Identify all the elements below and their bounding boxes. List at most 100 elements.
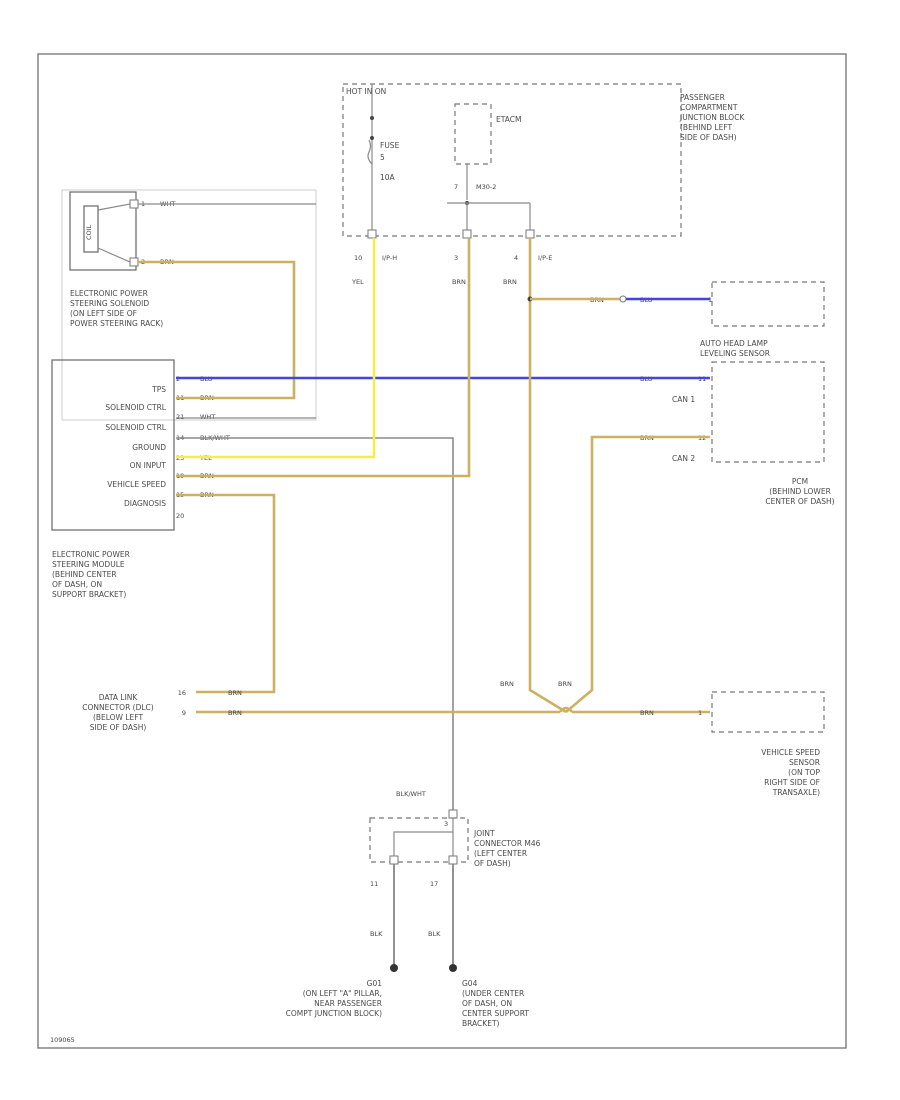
svg-text:NEAR PASSENGER: NEAR PASSENGER	[314, 999, 382, 1008]
jb-pin-10-connector: I/P-H	[382, 254, 397, 262]
joint-connector-top	[448, 809, 458, 819]
svg-text:RIGHT SIDE OF: RIGHT SIDE OF	[764, 778, 820, 787]
pcm-label: PCM (BEHIND LOWER CENTER OF DASH)	[765, 477, 834, 506]
joint-wire-left: BLK	[370, 930, 383, 938]
vss-pin: 1	[698, 709, 702, 717]
dlc-label: DATA LINK CONNECTOR (DLC) (BELOW LEFT SI…	[82, 693, 154, 732]
solenoid-coil	[83, 205, 99, 253]
jb-connector-3	[462, 229, 472, 239]
eps-row-vehicle-speed: VEHICLE SPEED	[107, 480, 166, 489]
svg-text:COMPARTMENT: COMPARTMENT	[680, 103, 738, 112]
brn-wire-label-a: BRN	[452, 278, 466, 286]
wire-crossover-hop	[558, 706, 574, 713]
headlamp-sensor-box	[711, 281, 825, 327]
svg-text:DATA LINK: DATA LINK	[99, 693, 139, 702]
svg-text:STEERING SOLENOID: STEERING SOLENOID	[70, 299, 149, 308]
svg-text:CONNECTOR M46: CONNECTOR M46	[474, 839, 541, 848]
svg-text:SUPPORT BRACKET): SUPPORT BRACKET)	[52, 590, 126, 599]
svg-text:(ON TOP: (ON TOP	[788, 768, 820, 777]
ground-g01-symbol	[390, 964, 398, 972]
svg-text:WHT: WHT	[200, 413, 215, 421]
vss-box	[711, 691, 825, 733]
jb-pin-4-connector: I/P-E	[538, 254, 552, 262]
eps-row-solenoid-ctrl-1: SOLENOID CTRL	[105, 403, 166, 412]
svg-text:(ON LEFT "A" PILLAR,: (ON LEFT "A" PILLAR,	[303, 989, 382, 998]
fuse-terminal-bottom	[370, 136, 374, 140]
jb-pin-7-connector: M30-2	[476, 183, 496, 191]
svg-text:(BEHIND LEFT: (BEHIND LEFT	[680, 123, 733, 132]
svg-text:SIDE OF DASH): SIDE OF DASH)	[90, 723, 147, 732]
dlc-pin-9-wire: BRN	[228, 709, 242, 717]
eps-row-diagnosis: DIAGNOSIS	[124, 499, 166, 508]
svg-text:SIDE OF DASH): SIDE OF DASH)	[680, 133, 737, 142]
dlc-pin-16: 16	[178, 689, 186, 697]
headlamp-sensor-label: AUTO HEAD LAMP LEVELING SENSOR	[700, 339, 770, 358]
svg-text:JUNCTION BLOCK: JUNCTION BLOCK	[679, 113, 745, 122]
solenoid-connector-2	[129, 257, 139, 267]
relay-name: ETACM	[496, 115, 521, 124]
eps-row-on-input: ON INPUT	[130, 461, 167, 470]
pcm-can2: CAN 2	[672, 454, 695, 463]
pcm-can1: CAN 1	[672, 395, 695, 404]
footer-code: 109065	[50, 1036, 75, 1044]
svg-text:COMPT JUNCTION BLOCK): COMPT JUNCTION BLOCK)	[286, 1009, 382, 1018]
solenoid-coil-text: COIL	[85, 224, 93, 240]
joint-wire-right: BLK	[428, 930, 441, 938]
yel-wire-label: YEL	[351, 278, 364, 286]
hot-label: HOT IN ON	[346, 87, 386, 96]
pcm-box	[711, 361, 825, 463]
joint-connector-box	[369, 817, 469, 863]
svg-text:(ON LEFT SIDE OF: (ON LEFT SIDE OF	[70, 309, 137, 318]
wire-brn-vehicle-speed	[176, 238, 471, 478]
svg-text:(UNDER CENTER: (UNDER CENTER	[462, 989, 524, 998]
junction-block-box	[342, 83, 682, 237]
svg-text:VEHICLE SPEED: VEHICLE SPEED	[761, 748, 820, 757]
svg-text:20: 20	[176, 512, 184, 520]
diagram-border	[37, 53, 847, 1049]
dlc-pin-9: 9	[182, 709, 186, 717]
svg-text:BRACKET): BRACKET)	[462, 1019, 500, 1028]
ground-g04-label: (UNDER CENTER OF DASH, ON CENTER SUPPORT…	[462, 989, 529, 1028]
eps-row-ground: GROUND	[132, 443, 166, 452]
svg-text:AUTO HEAD LAMP: AUTO HEAD LAMP	[700, 339, 768, 348]
dlc-pin-16-wire: BRN	[228, 689, 242, 697]
wire-brn-solenoid-ctrl	[138, 260, 296, 400]
svg-text:ELECTRONIC POWER: ELECTRONIC POWER	[52, 550, 130, 559]
svg-text:TRANSAXLE): TRANSAXLE)	[772, 788, 820, 797]
eps-row-solenoid-ctrl-2: SOLENOID CTRL	[105, 423, 166, 432]
svg-text:OF DASH, ON: OF DASH, ON	[462, 999, 512, 1008]
eps-module-wire-labels: BLU BRN WHT BLK/WHT YEL BRN BRN	[199, 375, 230, 499]
brn-wire-label-d: BRN	[558, 680, 572, 688]
ground-g04-id: G04	[462, 979, 478, 988]
svg-text:STEERING MODULE: STEERING MODULE	[52, 560, 125, 569]
jb-pin-3: 3	[454, 254, 458, 262]
solenoid-light-frame	[61, 189, 317, 421]
jb-pin-7: 7	[454, 183, 458, 191]
brn-wire-label-c: BRN	[500, 680, 514, 688]
svg-text:LEVELING SENSOR: LEVELING SENSOR	[700, 349, 770, 358]
headlamp-inline-connector	[619, 295, 627, 303]
solenoid-connector-1	[129, 199, 139, 209]
brn-wire-label-b: BRN	[503, 278, 517, 286]
wire-brn-diagnosis	[176, 493, 276, 694]
svg-text:(BEHIND LOWER: (BEHIND LOWER	[769, 487, 831, 496]
relay-box	[454, 103, 492, 165]
svg-text:(LEFT CENTER: (LEFT CENTER	[474, 849, 527, 858]
svg-text:(BELOW LEFT: (BELOW LEFT	[93, 713, 144, 722]
fuse-symbol	[367, 139, 373, 165]
svg-text:OF DASH): OF DASH)	[474, 859, 511, 868]
svg-text:OF DASH, ON: OF DASH, ON	[52, 580, 102, 589]
ground-g01-label: (ON LEFT "A" PILLAR, NEAR PASSENGER COMP…	[286, 989, 382, 1018]
svg-text:(BEHIND CENTER: (BEHIND CENTER	[52, 570, 117, 579]
joint-top-wire: BLK/WHT	[396, 790, 426, 798]
joint-connector-right	[448, 855, 458, 865]
svg-text:CENTER SUPPORT: CENTER SUPPORT	[462, 1009, 529, 1018]
wire-brn-jb4	[528, 238, 567, 714]
joint-pin-top: 3	[444, 820, 448, 828]
svg-text:SENSOR: SENSOR	[789, 758, 820, 767]
solenoid-box	[69, 191, 137, 271]
eps-module-box	[51, 359, 175, 531]
svg-text:PASSENGER: PASSENGER	[680, 93, 725, 102]
solenoid-label: ELECTRONIC POWER STEERING SOLENOID (ON L…	[70, 289, 163, 328]
jb-pin-4: 4	[514, 254, 518, 262]
